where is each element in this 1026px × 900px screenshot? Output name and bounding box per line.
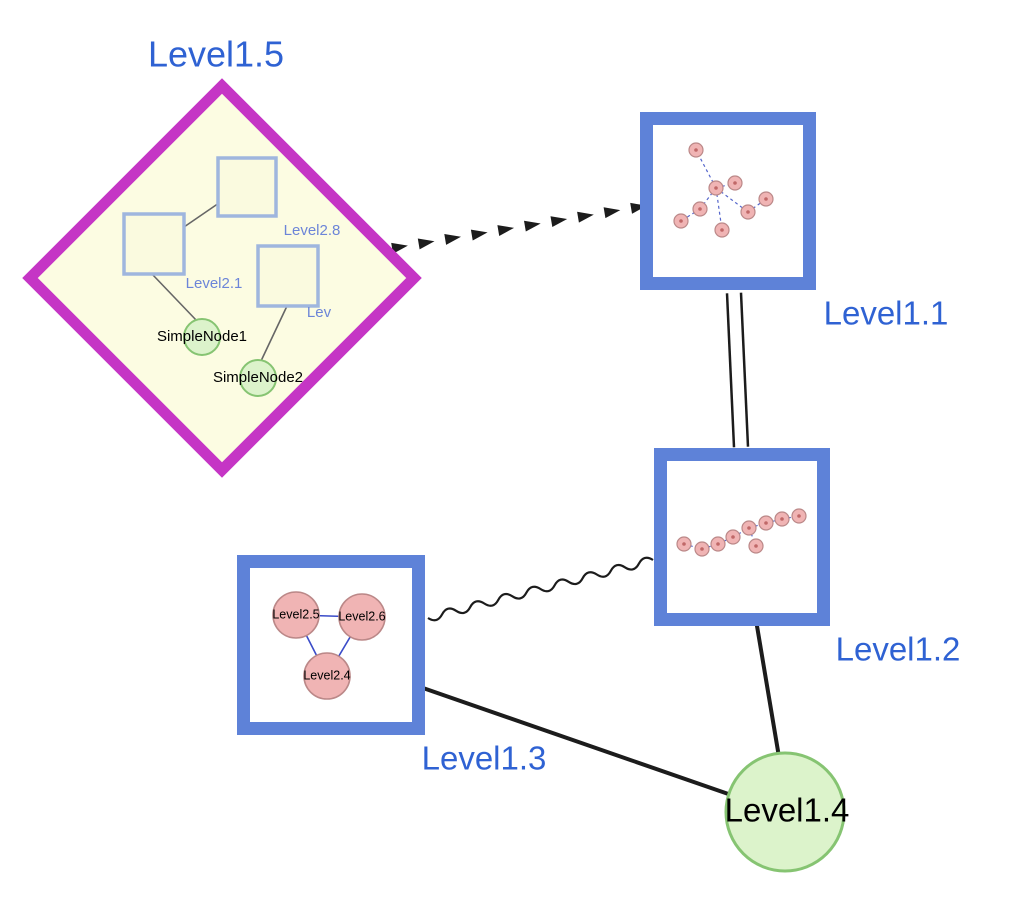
node-level2-5[interactable]: [272, 591, 320, 639]
inner-edge[interactable]: [183, 202, 220, 228]
node-level1-4[interactable]: [724, 751, 846, 873]
edge-level1-3-level1-2[interactable]: [427, 556, 654, 622]
edge-level1-5-level1-1[interactable]: [391, 200, 648, 254]
node-simplenode2-label: SimpleNode2: [213, 369, 303, 386]
node-level2-5-label: Level2.5: [272, 607, 319, 621]
node-level1-2-label: Level1.2: [836, 631, 961, 668]
group-node-level1-5: Level2.8Level2.1LevSimpleNode1SimpleNode…: [22, 34, 422, 478]
mini-node-dot: [797, 514, 801, 518]
arrowhead-icon: [524, 220, 541, 232]
node-simplenode1-label: SimpleNode1: [157, 328, 247, 345]
node-level1-1-label: Level1.1: [824, 295, 949, 332]
arrowhead-icon: [391, 242, 408, 254]
node-simplenode1[interactable]: [183, 318, 221, 356]
mini-node-dot: [720, 228, 724, 232]
mini-node-dot: [780, 517, 784, 521]
mini-node-dot: [754, 544, 758, 548]
node-level2-1-label: Level2.1: [186, 275, 243, 292]
node-level1-5[interactable]: [22, 78, 422, 478]
arrowhead-icon: [577, 211, 594, 223]
node-level2-4-label: Level2.4: [303, 668, 350, 682]
node-level2-partial-label: Lev: [307, 304, 332, 321]
node-level2-1[interactable]: [122, 212, 186, 276]
arrowhead-icon: [470, 229, 488, 241]
node-simplenode2[interactable]: [239, 359, 277, 397]
node-level1-5-label: Level1.5: [148, 34, 284, 75]
arrowhead-icon: [497, 225, 515, 236]
arrowhead-icon: [444, 233, 461, 245]
mini-node-dot: [731, 535, 735, 539]
node-level2-4[interactable]: [303, 652, 351, 700]
edge-level1-1-level1-2[interactable]: [725, 292, 750, 448]
mini-node-dot: [698, 207, 702, 211]
node-level1-4-label: Level1.4: [725, 792, 850, 829]
node-level1-3[interactable]: [237, 555, 425, 735]
edge-level1-3-level1-4[interactable]: [421, 686, 739, 799]
node-level1-2[interactable]: [654, 448, 830, 626]
group-node-level1-2: Level1.2: [654, 448, 961, 668]
mini-node-dot: [747, 526, 751, 530]
arrowhead-icon: [417, 238, 435, 250]
mini-node-dot: [700, 547, 704, 551]
node-level2-8[interactable]: [216, 156, 278, 218]
node-level2-6[interactable]: [338, 593, 386, 641]
mini-node-dot: [764, 521, 768, 525]
arrowhead-icon: [603, 207, 621, 219]
node-level2-partial[interactable]: [256, 244, 320, 308]
edge-level1-2-level1-4[interactable]: [755, 624, 781, 759]
node-level2-8-label: Level2.8: [284, 222, 341, 239]
inner-edge[interactable]: [151, 273, 198, 322]
mini-node-dot: [764, 197, 768, 201]
node-level1-3-label: Level1.3: [422, 740, 547, 777]
mini-node-dot: [679, 219, 683, 223]
mini-node-dot: [694, 148, 698, 152]
mini-node-dot: [733, 181, 737, 185]
group-node-level1-4: Level1.4: [724, 751, 850, 873]
mini-edge: [699, 187, 717, 210]
node-level1-1[interactable]: [640, 112, 816, 290]
group-node-level1-1: Level1.1: [640, 112, 949, 332]
node-level2-6-label: Level2.6: [338, 609, 385, 623]
mini-node-dot: [746, 210, 750, 214]
mini-node-dot: [682, 542, 686, 546]
mini-node-dot: [714, 186, 718, 190]
arrowhead-icon: [550, 216, 568, 228]
inner-edge[interactable]: [260, 305, 288, 362]
mini-node-dot: [716, 542, 720, 546]
